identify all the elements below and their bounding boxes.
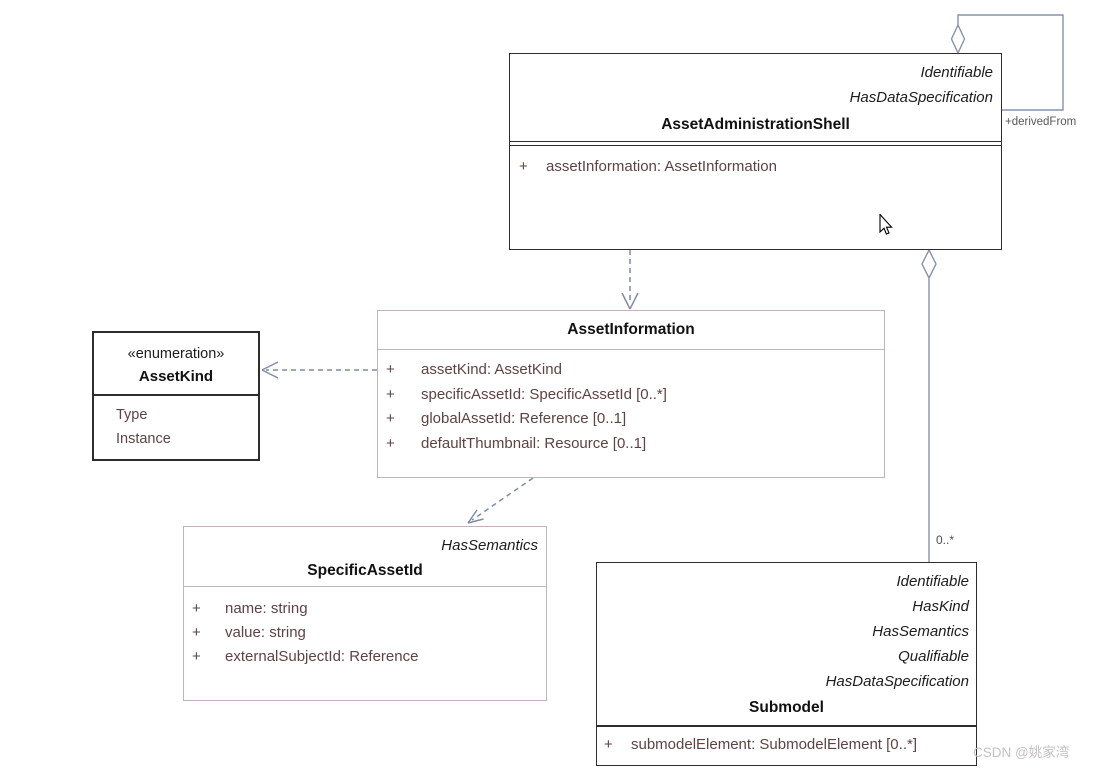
class-title: SpecificAssetId	[307, 562, 423, 579]
attribute-text: assetKind: AssetKind	[421, 361, 562, 378]
attribute-text: name: string	[225, 600, 308, 617]
stereotype-label: HasDataSpecification	[825, 673, 969, 690]
submodel-multiplicity-label: 0..*	[936, 533, 955, 547]
attribute: + specificAssetId: SpecificAssetId [0..*…	[378, 383, 884, 408]
visibility-marker: +	[386, 385, 395, 403]
attributes-compartment: + assetKind: AssetKind + specificAssetId…	[378, 350, 884, 477]
attribute-text: submodelElement: SubmodelElement [0..*]	[631, 736, 917, 753]
stereotype-label: HasKind	[912, 598, 969, 615]
open-arrowhead-icon	[261, 361, 279, 379]
literals-compartment: Type Instance	[94, 396, 258, 459]
visibility-marker: +	[604, 736, 613, 753]
dependency-assetinformation-to-specificassetid	[467, 477, 534, 524]
visibility-marker: +	[386, 410, 395, 427]
class-title: AssetKind	[138, 368, 214, 385]
stereotype-label: Identifiable	[920, 64, 993, 81]
aggregation-aas-to-submodel	[921, 248, 937, 562]
stereotype-label: HasSemantics	[872, 623, 969, 640]
csdn-watermark: CSDN @姚家湾	[973, 745, 1070, 760]
stereotype-label: Identifiable	[896, 573, 969, 590]
class-asset-information[interactable]: AssetInformation + assetKind: AssetKind …	[377, 310, 885, 478]
class-header: HasSemantics SpecificAssetId	[184, 527, 546, 587]
class-header: «enumeration» AssetKind	[94, 333, 258, 396]
visibility-marker: +	[192, 648, 201, 665]
class-asset-administration-shell[interactable]: Identifiable HasDataSpecification AssetA…	[509, 53, 1002, 250]
attribute: + name: string	[184, 597, 546, 621]
visibility-marker: +	[192, 600, 201, 617]
class-specific-asset-id[interactable]: HasSemantics SpecificAssetId + name: str…	[183, 526, 547, 701]
open-arrowhead-icon	[467, 509, 484, 524]
attribute-text: defaultThumbnail: Resource [0..1]	[421, 434, 647, 452]
attribute: + value: string	[184, 621, 546, 645]
class-title: Submodel	[749, 699, 824, 716]
dependency-aas-to-assetinformation	[621, 250, 639, 310]
attribute: + externalSubjectId: Reference	[184, 645, 546, 669]
attribute: + defaultThumbnail: Resource [0..1]	[378, 432, 884, 457]
enumeration-asset-kind[interactable]: «enumeration» AssetKind Type Instance	[92, 331, 260, 461]
aggregation-diamond-icon	[950, 23, 966, 55]
visibility-marker: +	[386, 434, 395, 452]
attribute-text: assetInformation: AssetInformation	[546, 158, 777, 175]
class-header: Identifiable HasKind HasSemantics Qualif…	[597, 563, 976, 727]
attribute: + globalAssetId: Reference [0..1]	[378, 407, 884, 432]
class-title: AssetInformation	[567, 321, 695, 338]
attribute-text: externalSubjectId: Reference	[225, 648, 419, 665]
attribute: + assetInformation: AssetInformation	[510, 155, 1001, 179]
attributes-compartment: + submodelElement: SubmodelElement [0..*…	[597, 727, 976, 765]
class-header: Identifiable HasDataSpecification AssetA…	[510, 54, 1001, 142]
class-submodel[interactable]: Identifiable HasKind HasSemantics Qualif…	[596, 562, 977, 766]
attribute-text: value: string	[225, 624, 306, 641]
attribute-text: globalAssetId: Reference [0..1]	[421, 410, 627, 427]
attribute: + submodelElement: SubmodelElement [0..*…	[597, 733, 976, 757]
attribute-text: specificAssetId: SpecificAssetId [0..*]	[421, 385, 667, 403]
stereotype-label: HasSemantics	[441, 537, 538, 554]
class-title: AssetAdministrationShell	[661, 116, 850, 133]
enum-literal: Instance	[116, 431, 171, 447]
dependency-assetinformation-to-assetkind	[261, 361, 377, 379]
stereotype-label: «enumeration»	[127, 346, 225, 362]
visibility-marker: +	[192, 624, 201, 641]
enum-literal: Type	[116, 407, 148, 423]
stereotype-label: HasDataSpecification	[849, 89, 993, 106]
attribute: + assetKind: AssetKind	[378, 358, 884, 383]
stereotype-label: Qualifiable	[898, 648, 969, 665]
derived-from-role-label: +derivedFrom	[1005, 116, 1077, 128]
attributes-compartment: + name: string + value: string + externa…	[184, 587, 546, 700]
attributes-compartment: + assetInformation: AssetInformation	[510, 145, 1001, 249]
visibility-marker: +	[519, 158, 528, 175]
class-header: AssetInformation	[378, 311, 884, 350]
aggregation-diamond-icon	[921, 248, 937, 280]
open-arrowhead-icon	[621, 292, 639, 310]
visibility-marker: +	[386, 361, 395, 378]
